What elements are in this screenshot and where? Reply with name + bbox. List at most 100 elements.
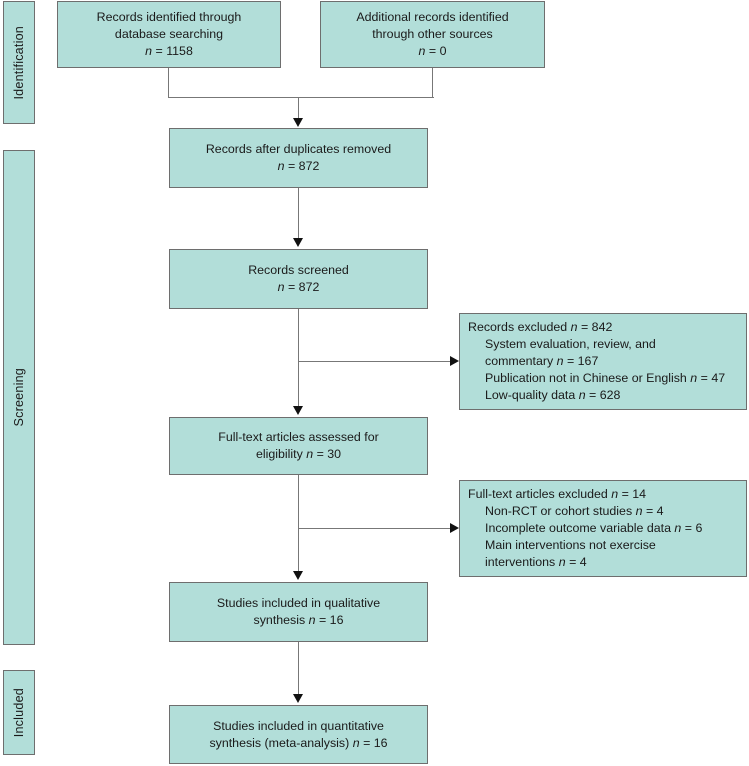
box-records-identified-database-line1: Records identified through: [96, 10, 242, 24]
box-studies-quantitative-synthesis: Studies included in quantitative synthes…: [169, 705, 428, 764]
box-additional-records-line1: Additional records identified: [356, 10, 509, 24]
arrowhead-to-fulltext-excluded: [450, 523, 459, 533]
records-excluded-reason: System evaluation, review, and: [468, 336, 738, 353]
fulltext-excluded-reason-text: Incomplete outcome variable data: [485, 521, 671, 535]
records-excluded-reason-text: System evaluation, review, and: [485, 337, 656, 351]
box-records-identified-database-line2: database searching: [114, 27, 224, 41]
box-fulltext-articles-assessed: Full-text articles assessed for eligibil…: [169, 417, 428, 475]
box-records-screened: Records screened n = 872: [169, 249, 428, 309]
box-fulltext-articles-excluded: Full-text articles excluded n = 14 Non-R…: [459, 480, 747, 577]
n-value: = 167: [566, 354, 599, 368]
n-italic-label: n: [277, 159, 285, 173]
n-italic-label: n: [418, 44, 426, 58]
box-records-after-duplicates-removed: Records after duplicates removed n = 872: [169, 128, 428, 188]
connector-qualitative-to-quantitative: [298, 642, 300, 696]
n-value: = 628: [589, 388, 621, 402]
connector-duplicates-to-screened: [298, 188, 300, 240]
n-value: = 4: [569, 555, 587, 569]
n-value: = 872: [288, 280, 320, 294]
box-qualitative-line2: synthesis n = 16: [176, 612, 421, 629]
box-records-screened-line1: Records screened: [248, 263, 349, 277]
records-excluded-reason-text: Publication not in Chinese or English: [485, 371, 687, 385]
n-italic-label: n: [308, 613, 316, 627]
connector-other-sources-down: [432, 68, 434, 98]
n-italic-label: n: [570, 320, 578, 334]
box-studies-qualitative-synthesis: Studies included in qualitative synthesi…: [169, 582, 428, 642]
n-value: = 30: [316, 447, 342, 461]
n-italic-label: n: [578, 388, 586, 402]
box-duplicates-removed-line1: Records after duplicates removed: [205, 142, 392, 156]
box-duplicates-removed-count: n = 872: [176, 158, 421, 175]
fulltext-excluded-reason: Incomplete outcome variable data n = 6: [468, 520, 738, 537]
records-excluded-reason: Low-quality data n = 628: [468, 387, 738, 404]
n-italic-label: n: [635, 504, 643, 518]
n-italic-label: n: [352, 735, 360, 750]
connector-screened-to-excluded: [298, 361, 453, 363]
box-records-excluded-heading-text: Records excluded: [468, 320, 568, 334]
box-records-excluded: Records excluded n = 842 System evaluati…: [459, 313, 747, 410]
box-additional-records-count: n = 0: [327, 43, 538, 60]
box-qualitative-line1: Studies included in qualitative: [216, 596, 381, 610]
box-records-identified-database-count: n = 1158: [64, 43, 274, 60]
connector-fulltext-to-excluded: [298, 528, 453, 530]
n-value: = 16: [319, 613, 344, 627]
n-value: = 6: [684, 521, 703, 535]
stage-label-screening-text: Screening: [12, 368, 26, 427]
records-excluded-reason: commentary n = 167: [468, 353, 738, 370]
n-value: = 14: [621, 487, 647, 501]
n-italic-label: n: [277, 280, 285, 294]
n-value: = 16: [363, 735, 388, 750]
records-excluded-reason: Publication not in Chinese or English n …: [468, 370, 738, 387]
n-italic-label: n: [674, 521, 682, 535]
stage-label-screening: Screening: [3, 150, 35, 645]
fulltext-excluded-reason-text: interventions: [485, 555, 556, 569]
n-italic-label: n: [558, 555, 566, 569]
arrowhead-to-records-excluded: [450, 356, 459, 366]
n-italic-label: n: [611, 487, 619, 501]
connector-merge-horizontal: [168, 97, 434, 99]
n-italic-label: n: [306, 447, 314, 461]
box-fulltext-assessed-line1: Full-text articles assessed for: [218, 430, 379, 444]
box-fulltext-excluded-heading: Full-text articles excluded n = 14: [468, 486, 738, 503]
arrowhead-to-duplicates: [293, 118, 303, 127]
fulltext-excluded-reason: interventions n = 4: [468, 554, 738, 571]
fulltext-excluded-reason: Main interventions not exercise: [468, 537, 738, 554]
n-italic-label: n: [556, 354, 564, 368]
box-records-identified-database: Records identified through database sear…: [57, 1, 281, 68]
box-fulltext-assessed-line2-text: eligibility: [255, 447, 303, 461]
box-quantitative-line2-text: synthesis (meta-analysis): [209, 735, 350, 750]
fulltext-excluded-reason-text: Main interventions not exercise: [485, 538, 656, 552]
n-value: = 872: [288, 159, 320, 173]
box-fulltext-assessed-line2: eligibility n = 30: [176, 446, 421, 463]
arrowhead-to-records-screened: [293, 238, 303, 247]
n-value: = 842: [581, 320, 613, 334]
box-qualitative-line2-text: synthesis: [253, 613, 306, 627]
n-value: = 1158: [155, 44, 193, 58]
box-additional-records-other-sources: Additional records identified through ot…: [320, 1, 545, 68]
connector-merge-to-duplicates: [298, 97, 300, 120]
stage-label-identification: Identification: [3, 1, 35, 124]
arrowhead-to-quantitative-synthesis: [293, 694, 303, 703]
stage-label-identification-text: Identification: [12, 25, 26, 100]
stage-label-included-text: Included: [12, 687, 26, 738]
connector-fulltext-down: [298, 475, 300, 573]
records-excluded-reason-text: commentary: [485, 354, 554, 368]
box-records-screened-count: n = 872: [176, 279, 421, 296]
n-italic-label: n: [690, 371, 698, 385]
connector-database-down: [168, 68, 170, 98]
connector-screened-down: [298, 309, 300, 408]
box-quantitative-line1: Studies included in quantitative: [213, 718, 384, 733]
fulltext-excluded-reason-text: Non-RCT or cohort studies: [485, 504, 633, 518]
n-value: = 4: [645, 504, 664, 518]
box-fulltext-excluded-heading-text: Full-text articles excluded: [468, 487, 608, 501]
arrowhead-to-qualitative-synthesis: [293, 571, 303, 580]
n-value: = 0: [428, 44, 447, 58]
box-records-excluded-heading: Records excluded n = 842: [468, 319, 738, 336]
box-additional-records-line2: through other sources: [372, 27, 493, 41]
stage-label-included: Included: [3, 670, 35, 755]
n-value: = 47: [700, 371, 726, 385]
fulltext-excluded-reason: Non-RCT or cohort studies n = 4: [468, 503, 738, 520]
n-italic-label: n: [145, 44, 153, 58]
box-quantitative-line2: synthesis (meta-analysis) n = 16: [176, 735, 421, 752]
